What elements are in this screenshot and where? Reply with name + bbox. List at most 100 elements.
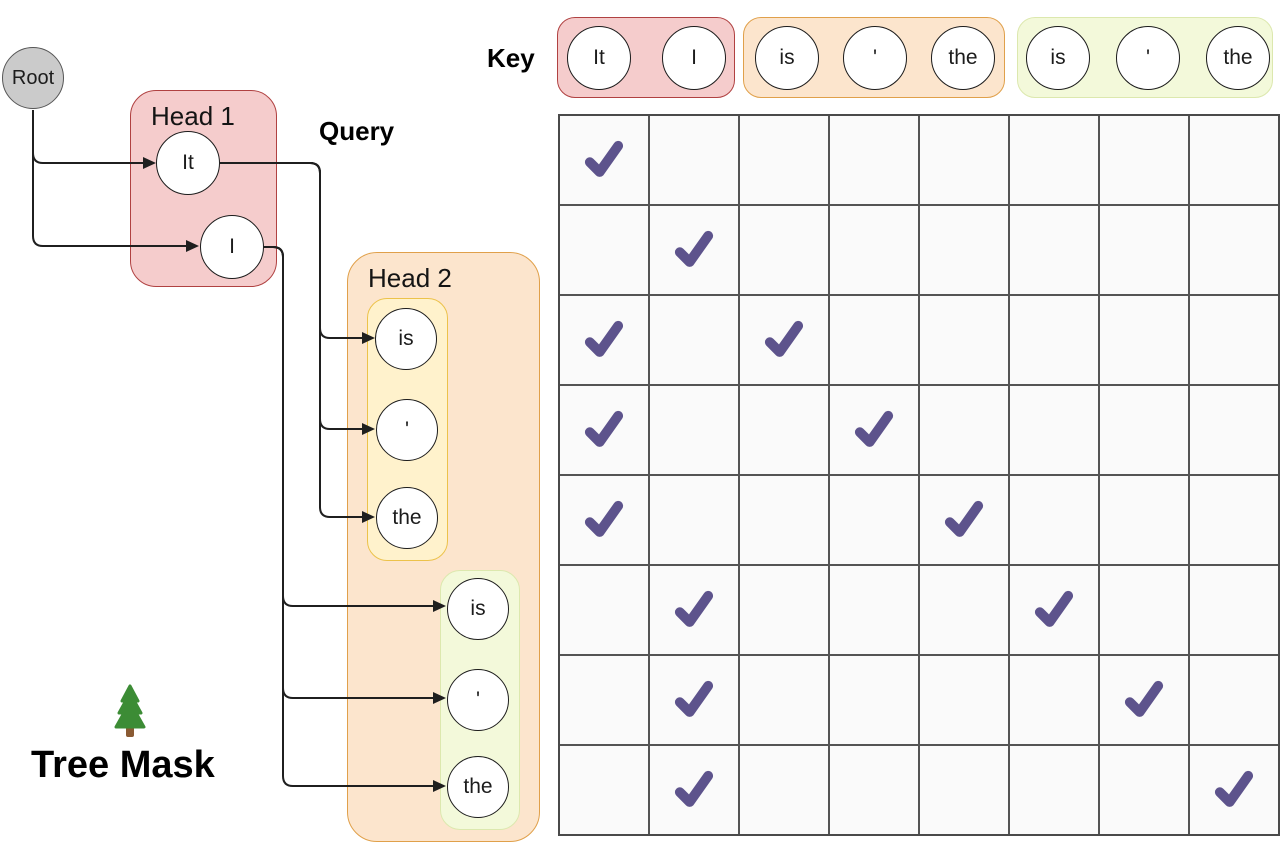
node-is-group1: is [375,308,437,370]
mask-cell-r8-c1 [560,746,648,834]
mask-cell-r1-c6 [1010,116,1098,204]
mask-cell-r3-c7 [1100,296,1188,384]
mask-cell-r6-c2 [650,566,738,654]
mask-cell-r4-c1 [560,386,648,474]
mask-cell-r3-c5 [920,296,1008,384]
node-i-label: I [229,235,235,258]
key-token-the-2: the [1206,26,1270,90]
mask-cell-r2-c3 [740,206,828,294]
node-the-group2-label: the [463,775,493,798]
node-the-group1-label: the [392,506,422,529]
node-is-group1-label: is [398,327,414,350]
mask-cell-r6-c6 [1010,566,1098,654]
checkmark-icon [584,500,624,537]
mask-cell-r2-c7 [1100,206,1188,294]
mask-cell-r3-c2 [650,296,738,384]
node-apostrophe-group1-label: ' [404,418,409,441]
mask-cell-r5-c1 [560,476,648,564]
node-i: I [200,215,264,279]
mask-cell-r8-c3 [740,746,828,834]
mask-cell-r1-c7 [1100,116,1188,204]
mask-cell-r3-c4 [830,296,918,384]
mask-cell-r5-c5 [920,476,1008,564]
mask-cell-r2-c8 [1190,206,1278,294]
checkmark-icon [1214,770,1254,807]
key-group-head1: It I [557,17,735,98]
mask-cell-r7-c1 [560,656,648,744]
mask-cell-r8-c8 [1190,746,1278,834]
mask-cell-r8-c7 [1100,746,1188,834]
mask-cell-r2-c1 [560,206,648,294]
key-token-the-1-label: the [948,46,978,69]
root-node: Root [2,47,64,109]
checkmark-icon [674,590,714,627]
mask-cell-r3-c1 [560,296,648,384]
key-group-head2-group1: is ' the [743,17,1005,98]
mask-cell-r7-c2 [650,656,738,744]
mask-cell-r1-c2 [650,116,738,204]
node-it: It [156,131,220,195]
checkmark-icon [674,680,714,717]
mask-cell-r6-c7 [1100,566,1188,654]
mask-cell-r8-c4 [830,746,918,834]
mask-cell-r5-c6 [1010,476,1098,564]
checkmark-icon [1124,680,1164,717]
node-the-group1: the [376,487,438,549]
mask-cell-r2-c5 [920,206,1008,294]
mask-cell-r1-c3 [740,116,828,204]
key-token-it-label: It [593,46,605,69]
key-token-apostrophe-2-label: ' [1145,46,1150,69]
mask-cell-r3-c6 [1010,296,1098,384]
mask-cell-r6-c5 [920,566,1008,654]
key-token-i: I [662,26,726,90]
figure-title: Tree Mask [31,744,215,786]
mask-cell-r1-c1 [560,116,648,204]
mask-cell-r1-c8 [1190,116,1278,204]
key-label: Key [487,43,535,73]
mask-cell-r8-c2 [650,746,738,834]
key-token-i-label: I [691,46,697,69]
mask-cell-r7-c8 [1190,656,1278,744]
key-token-is-1: is [755,26,819,90]
connector-root-to-it [32,110,143,164]
mask-cell-r6-c3 [740,566,828,654]
mask-cell-r4-c6 [1010,386,1098,474]
mask-cell-r8-c6 [1010,746,1098,834]
mask-cell-r6-c8 [1190,566,1278,654]
mask-cell-r3-c8 [1190,296,1278,384]
head1-label: Head 1 [151,101,235,131]
node-is-group2: is [447,578,509,640]
mask-cell-r4-c4 [830,386,918,474]
mask-cell-r5-c8 [1190,476,1278,564]
mask-grid [558,114,1280,836]
mask-cell-r5-c2 [650,476,738,564]
mask-cell-r7-c5 [920,656,1008,744]
root-node-label: Root [11,66,55,89]
checkmark-icon [944,500,984,537]
key-token-is-1-label: is [779,46,795,69]
mask-cell-r5-c7 [1100,476,1188,564]
node-is-group2-label: is [470,597,486,620]
key-token-apostrophe-2: ' [1116,26,1180,90]
mask-cell-r2-c2 [650,206,738,294]
mask-cell-r7-c6 [1010,656,1098,744]
key-token-apostrophe-1-label: ' [872,46,877,69]
mask-cell-r4-c7 [1100,386,1188,474]
mask-cell-r2-c6 [1010,206,1098,294]
node-apostrophe-group2: ' [447,669,509,731]
mask-cell-r6-c1 [560,566,648,654]
mask-cell-r7-c4 [830,656,918,744]
checkmark-icon [764,320,804,357]
mask-cell-r3-c3 [740,296,828,384]
checkmark-icon [584,140,624,177]
checkmark-icon [674,230,714,267]
key-group-head2-group2: is ' the [1017,17,1273,98]
key-token-is-2-label: is [1050,46,1066,69]
mask-cell-r2-c4 [830,206,918,294]
mask-cell-r1-c4 [830,116,918,204]
key-token-is-2: is [1026,26,1090,90]
node-apostrophe-group2-label: ' [475,688,480,711]
checkmark-icon [1034,590,1074,627]
mask-cell-r4-c5 [920,386,1008,474]
